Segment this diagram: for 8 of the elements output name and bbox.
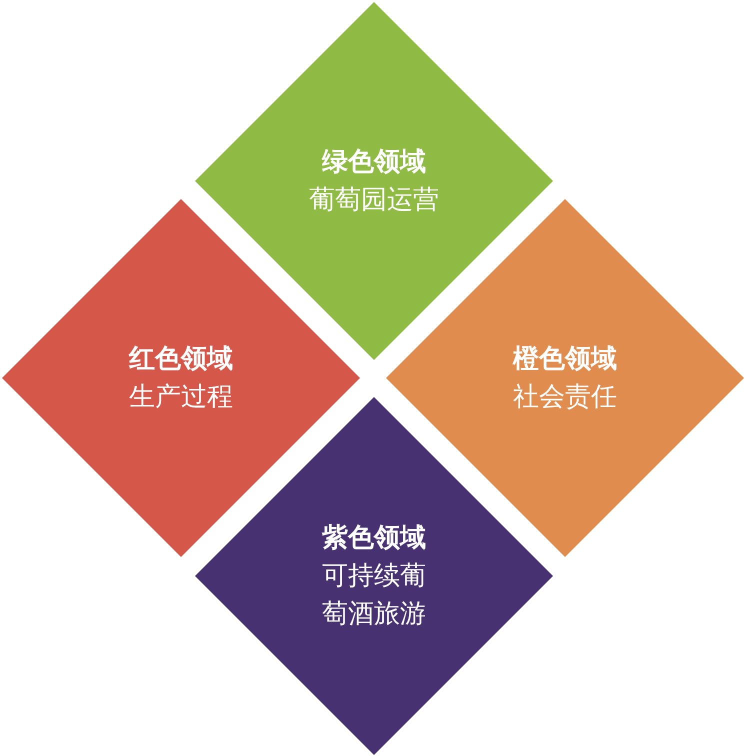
domain-description: 葡萄园运营 (309, 184, 439, 217)
domain-title: 绿色领域 (322, 146, 426, 179)
domain-title: 橙色领域 (513, 343, 617, 376)
domain-description: 社会责任 (513, 381, 617, 414)
domain-title: 红色领域 (129, 343, 233, 376)
domain-description: 可持续葡萄酒旅游 (321, 560, 427, 631)
domain-title: 紫色领域 (322, 522, 426, 555)
domain-description: 生产过程 (129, 381, 233, 414)
